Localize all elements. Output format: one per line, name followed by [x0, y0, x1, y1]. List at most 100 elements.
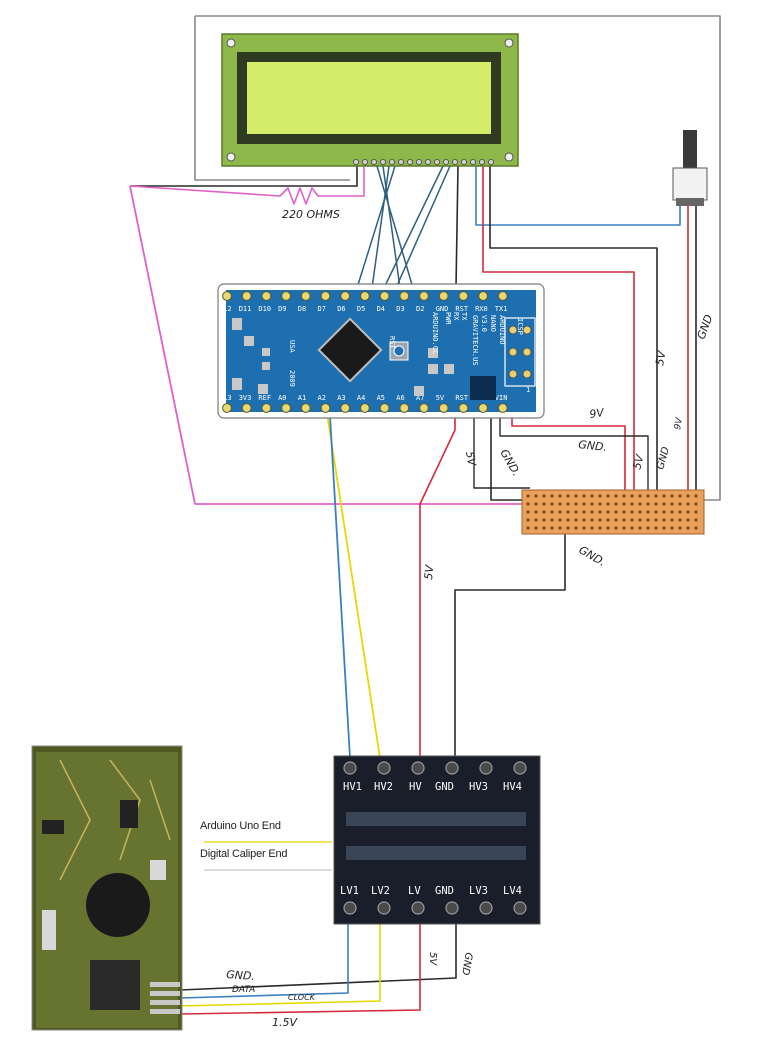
strip-hole [590, 494, 594, 498]
strip-hole [670, 502, 674, 506]
strip-hole [686, 510, 690, 514]
nano-bottom-pin [360, 403, 370, 413]
nano-top-header [222, 291, 508, 301]
wire-nano-rst [473, 418, 530, 489]
strip-hole [534, 494, 538, 498]
shifter-bottom-pin [377, 901, 391, 915]
label-5v-shifter: 5V [427, 952, 438, 966]
nano-top-pin-label: TX1 [495, 305, 508, 313]
strip-hole [654, 510, 658, 514]
shifter-lv2: LV2 [371, 885, 390, 897]
strip-hole [598, 494, 602, 498]
nano-top-pin-label: RST [455, 305, 468, 313]
wire-lv [179, 920, 421, 1015]
label-gnd-mid: GND. [578, 438, 608, 454]
nano-bottom-pin-labels: D133V3REFA0A1A2A3A4A5A6A75VRSTGNDVIN [219, 394, 507, 402]
nano-brand-version: V3.0 [480, 315, 488, 332]
strip-hole [654, 494, 658, 498]
nano-bottom-pin-label: A1 [298, 394, 306, 402]
shifter-top-pin [479, 761, 493, 775]
potentiometer [672, 130, 708, 206]
strip-hole [638, 510, 642, 514]
nano-top-pin-label: D4 [377, 305, 385, 313]
wire-lcd-contrast [475, 166, 681, 226]
strip-hole [582, 526, 586, 530]
label-caliper-volt: 1.5V [272, 1016, 298, 1029]
strip-hole [638, 502, 642, 506]
nano-bottom-pin [478, 403, 489, 413]
nano-bottom-pin [222, 403, 232, 413]
strip-hole [678, 526, 682, 530]
lcd-pin [451, 158, 458, 165]
nano-bottom-pin-label: RST [455, 394, 468, 402]
strip-hole [550, 502, 554, 506]
shifter-bottom-pin [445, 901, 459, 915]
nano-rst-label: RST [388, 336, 396, 349]
strip-hole [646, 494, 650, 498]
nano-bottom-pin [497, 403, 508, 413]
strip-hole [630, 502, 634, 506]
nano-bottom-pin-label: D13 [219, 394, 232, 402]
level-shifter: HV1 HV2 HV GND HV3 HV4 LV1 LV2 LV GND LV… [333, 755, 541, 925]
strip-hole [590, 502, 594, 506]
wire-lcd-gnd2 [489, 166, 658, 500]
nano-icsp-label: ICSP [516, 318, 524, 335]
strip-hole [582, 510, 586, 514]
nano-top-pin [281, 291, 292, 301]
lcd-pin [406, 158, 413, 165]
nano-bottom-pin [281, 403, 292, 413]
nano-brand-nano: NANO [489, 315, 497, 332]
label-resistor: 220 OHMS [282, 208, 340, 221]
shifter-bottom-pin [411, 901, 425, 915]
strip-hole [678, 510, 682, 514]
shifter-lv1: LV1 [340, 885, 359, 897]
strip-hole [574, 502, 578, 506]
wire-lcd-en [383, 165, 444, 289]
strip-hole [670, 494, 674, 498]
nano-top-pin-label: D5 [357, 305, 365, 313]
nano-year: 2009 [288, 370, 296, 387]
nano-top-pin [300, 291, 311, 301]
strip-hole [646, 502, 650, 506]
strip-hole [534, 518, 538, 522]
strip-hole [654, 526, 658, 530]
nano-bottom-pin [458, 403, 469, 413]
shifter-lv3: LV3 [469, 885, 488, 897]
strip-hole [694, 502, 698, 506]
strip-hole [590, 526, 594, 530]
nano-bottom-pin-label: A2 [318, 394, 326, 402]
strip-hole [574, 526, 578, 530]
strip-hole [638, 494, 642, 498]
wire-lcd-d7 [356, 165, 396, 289]
lcd-pin [424, 158, 431, 165]
shifter-top-pin [411, 761, 425, 775]
wire-nano-vin [511, 418, 626, 500]
shifter-bottom-pin [343, 901, 357, 915]
nano-pwr-label: PWR [444, 312, 452, 325]
label-5v-strip: 5V [630, 452, 647, 471]
strip-hole [558, 494, 562, 498]
nano-brand-gravitech: GRAVITECH.US [471, 315, 479, 366]
label-gnd-strip: GND. [577, 543, 608, 569]
strip-hole [542, 502, 546, 506]
strip-hole [606, 502, 610, 506]
shifter-top-pin [445, 761, 459, 775]
pot-shaft [683, 130, 697, 170]
lcd-pin [478, 158, 485, 165]
nano-bottom-pin-label: A3 [337, 394, 345, 402]
strip-hole [566, 494, 570, 498]
strip-hole [574, 510, 578, 514]
wire-pink-resistor [129, 166, 365, 205]
strip-hole [574, 518, 578, 522]
label-5v-red: 5V [422, 563, 436, 580]
label-caliper-clock: CLOCK [288, 993, 316, 1002]
nano-top-pin-label: D2 [416, 305, 424, 313]
nano-bottom-pin [419, 403, 429, 413]
strip-hole [662, 502, 666, 506]
strip-hole [678, 502, 682, 506]
shifter-top-pin [377, 761, 391, 775]
wire-lcd-d4 [376, 165, 414, 289]
strip-hole [630, 494, 634, 498]
